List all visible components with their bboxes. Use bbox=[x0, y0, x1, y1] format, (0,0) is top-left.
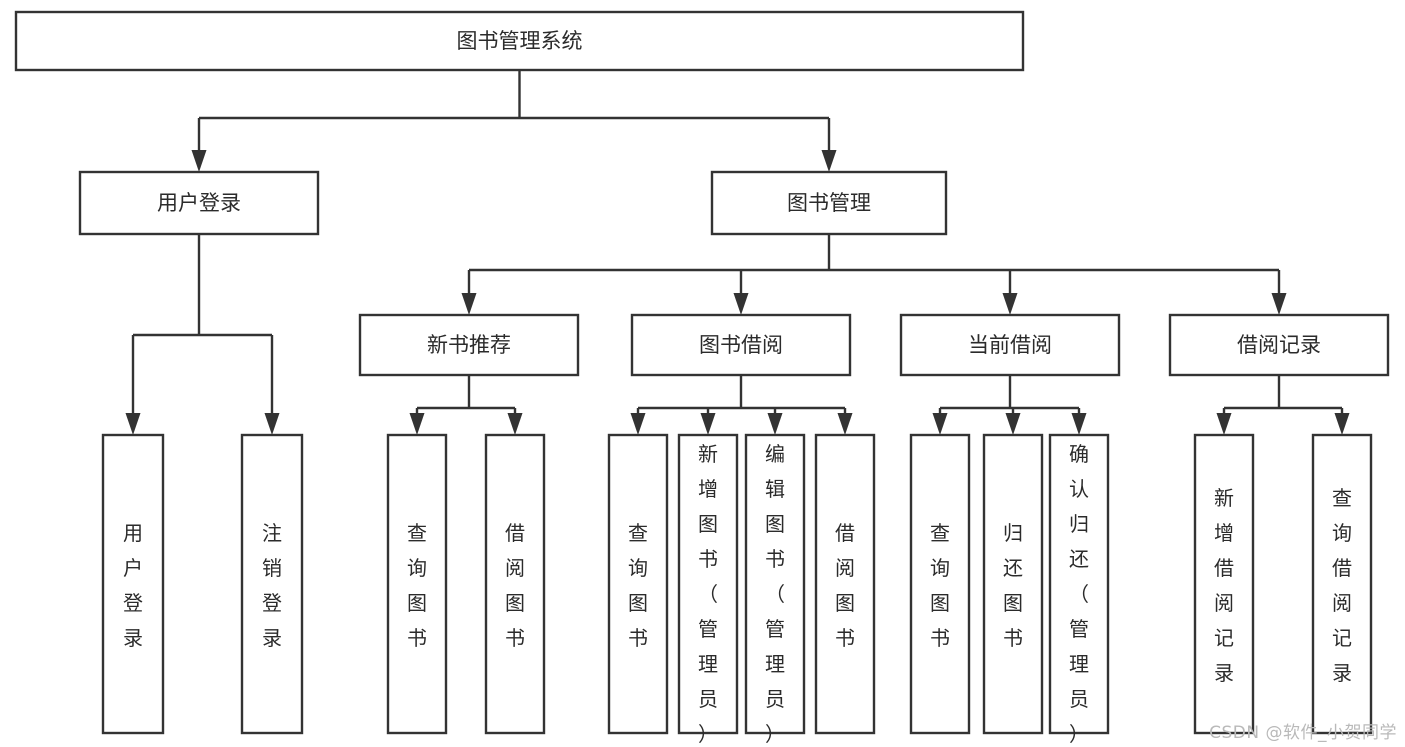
node-br-add-record[interactable]: 新增借阅记录 bbox=[1193, 433, 1255, 735]
book-borrow-to-bb-edit-book-arrowhead bbox=[767, 413, 783, 435]
book-borrow-to-bb-borrow-book-arrowhead bbox=[837, 413, 853, 435]
node-label-br-query-record: 查询借阅记录 bbox=[1332, 486, 1352, 685]
node-box-bb-edit-book[interactable] bbox=[744, 433, 806, 735]
node-box-nbr-query-book[interactable] bbox=[386, 433, 448, 735]
node-layer: 图书管理系统用户登录用户登录注销登录图书管理新书推荐查询图书借阅图书图书借阅查询… bbox=[14, 10, 1390, 746]
node-nbr-query-book[interactable]: 查询图书 bbox=[386, 433, 448, 735]
node-bb-add-book[interactable]: 新增图书（管理员） bbox=[677, 433, 739, 746]
node-borrow-record[interactable]: 借阅记录 bbox=[1168, 313, 1390, 377]
node-box-new-book-recommend[interactable] bbox=[358, 313, 580, 377]
node-label-borrow-record: 借阅记录 bbox=[1237, 333, 1321, 357]
node-user-login-do[interactable]: 用户登录 bbox=[101, 433, 165, 735]
node-box-br-add-record[interactable] bbox=[1193, 433, 1255, 735]
node-current-borrow[interactable]: 当前借阅 bbox=[899, 313, 1121, 377]
current-borrow-to-cb-return-book-arrowhead bbox=[1005, 413, 1021, 435]
node-label-bb-borrow-book: 借阅图书 bbox=[835, 521, 855, 650]
node-label-user-login-do: 用户登录 bbox=[123, 521, 143, 650]
borrow-record-to-br-add-record-arrowhead bbox=[1216, 413, 1232, 435]
node-label-cb-return-book: 归还图书 bbox=[1003, 521, 1023, 650]
node-label-current-borrow: 当前借阅 bbox=[968, 333, 1052, 357]
node-box-cb-return-book[interactable] bbox=[982, 433, 1044, 735]
book-borrow-to-bb-query-book-arrowhead bbox=[630, 413, 646, 435]
node-cb-query-book[interactable]: 查询图书 bbox=[909, 433, 971, 735]
book-manage-to-current-borrow-arrowhead bbox=[1002, 293, 1018, 315]
user-login-to-user-logout-arrowhead bbox=[264, 413, 280, 435]
node-bb-borrow-book[interactable]: 借阅图书 bbox=[814, 433, 876, 735]
node-cb-return-book[interactable]: 归还图书 bbox=[982, 433, 1044, 735]
node-label-cb-query-book: 查询图书 bbox=[930, 521, 950, 650]
new-book-recommend-to-nbr-query-book-arrowhead bbox=[409, 413, 425, 435]
node-bb-query-book[interactable]: 查询图书 bbox=[607, 433, 669, 735]
node-label-br-add-record: 新增借阅记录 bbox=[1214, 486, 1234, 685]
node-box-book-borrow[interactable] bbox=[630, 313, 852, 377]
current-borrow-to-cb-confirm-ret-arrowhead bbox=[1071, 413, 1087, 435]
node-box-user-logout[interactable] bbox=[240, 433, 304, 735]
node-label-book-manage: 图书管理 bbox=[787, 191, 871, 215]
node-box-bb-add-book[interactable] bbox=[677, 433, 739, 735]
node-box-user-login-do[interactable] bbox=[101, 433, 165, 735]
node-user-logout[interactable]: 注销登录 bbox=[240, 433, 304, 735]
node-box-borrow-record[interactable] bbox=[1168, 313, 1390, 377]
node-bb-edit-book[interactable]: 编辑图书（管理员） bbox=[744, 433, 806, 746]
node-box-book-manage[interactable] bbox=[710, 170, 948, 236]
connector-layer bbox=[125, 70, 1350, 435]
root-to-user-login-arrowhead bbox=[191, 150, 207, 172]
node-cb-confirm-ret[interactable]: 确认归还（管理员） bbox=[1048, 433, 1110, 746]
node-label-cb-confirm-ret: 确认归还（管理员） bbox=[1069, 442, 1089, 746]
node-box-bb-borrow-book[interactable] bbox=[814, 433, 876, 735]
node-label-user-login: 用户登录 bbox=[157, 191, 241, 215]
node-label-new-book-recommend: 新书推荐 bbox=[427, 333, 511, 357]
book-borrow-to-bb-add-book-arrowhead bbox=[700, 413, 716, 435]
node-book-borrow[interactable]: 图书借阅 bbox=[630, 313, 852, 377]
node-label-book-borrow: 图书借阅 bbox=[699, 333, 783, 357]
node-box-cb-confirm-ret[interactable] bbox=[1048, 433, 1110, 735]
node-label-bb-edit-book: 编辑图书（管理员） bbox=[765, 442, 785, 746]
new-book-recommend-to-nbr-borrow-book-arrowhead bbox=[507, 413, 523, 435]
node-box-nbr-borrow-book[interactable] bbox=[484, 433, 546, 735]
node-book-manage[interactable]: 图书管理 bbox=[710, 170, 948, 236]
node-new-book-recommend[interactable]: 新书推荐 bbox=[358, 313, 580, 377]
node-label-bb-add-book: 新增图书（管理员） bbox=[698, 442, 718, 746]
node-label-nbr-query-book: 查询图书 bbox=[407, 521, 427, 650]
node-box-bb-query-book[interactable] bbox=[607, 433, 669, 735]
node-box-cb-query-book[interactable] bbox=[909, 433, 971, 735]
node-nbr-borrow-book[interactable]: 借阅图书 bbox=[484, 433, 546, 735]
borrow-record-to-br-query-record-arrowhead bbox=[1334, 413, 1350, 435]
node-box-user-login[interactable] bbox=[78, 170, 320, 236]
watermark-label: CSDN @软件_小贺同学 bbox=[1209, 723, 1397, 743]
node-user-login[interactable]: 用户登录 bbox=[78, 170, 320, 236]
book-manage-to-borrow-record-arrowhead bbox=[1271, 293, 1287, 315]
root-to-book-manage-arrowhead bbox=[821, 150, 837, 172]
node-label-user-logout: 注销登录 bbox=[262, 521, 282, 650]
node-box-br-query-record[interactable] bbox=[1311, 433, 1373, 735]
node-label-undefined: 图书管理系统 bbox=[457, 29, 583, 53]
node-br-query-record[interactable]: 查询借阅记录 bbox=[1311, 433, 1373, 735]
node-box-current-borrow[interactable] bbox=[899, 313, 1121, 377]
current-borrow-to-cb-query-book-arrowhead bbox=[932, 413, 948, 435]
node-label-nbr-borrow-book: 借阅图书 bbox=[505, 521, 525, 650]
node-box-undefined[interactable] bbox=[14, 10, 1025, 72]
user-login-to-user-login-do-arrowhead bbox=[125, 413, 141, 435]
node-label-bb-query-book: 查询图书 bbox=[628, 521, 648, 650]
book-manage-to-new-book-recommend-arrowhead bbox=[461, 293, 477, 315]
book-manage-to-book-borrow-arrowhead bbox=[733, 293, 749, 315]
node-undefined[interactable]: 图书管理系统 bbox=[14, 10, 1025, 72]
